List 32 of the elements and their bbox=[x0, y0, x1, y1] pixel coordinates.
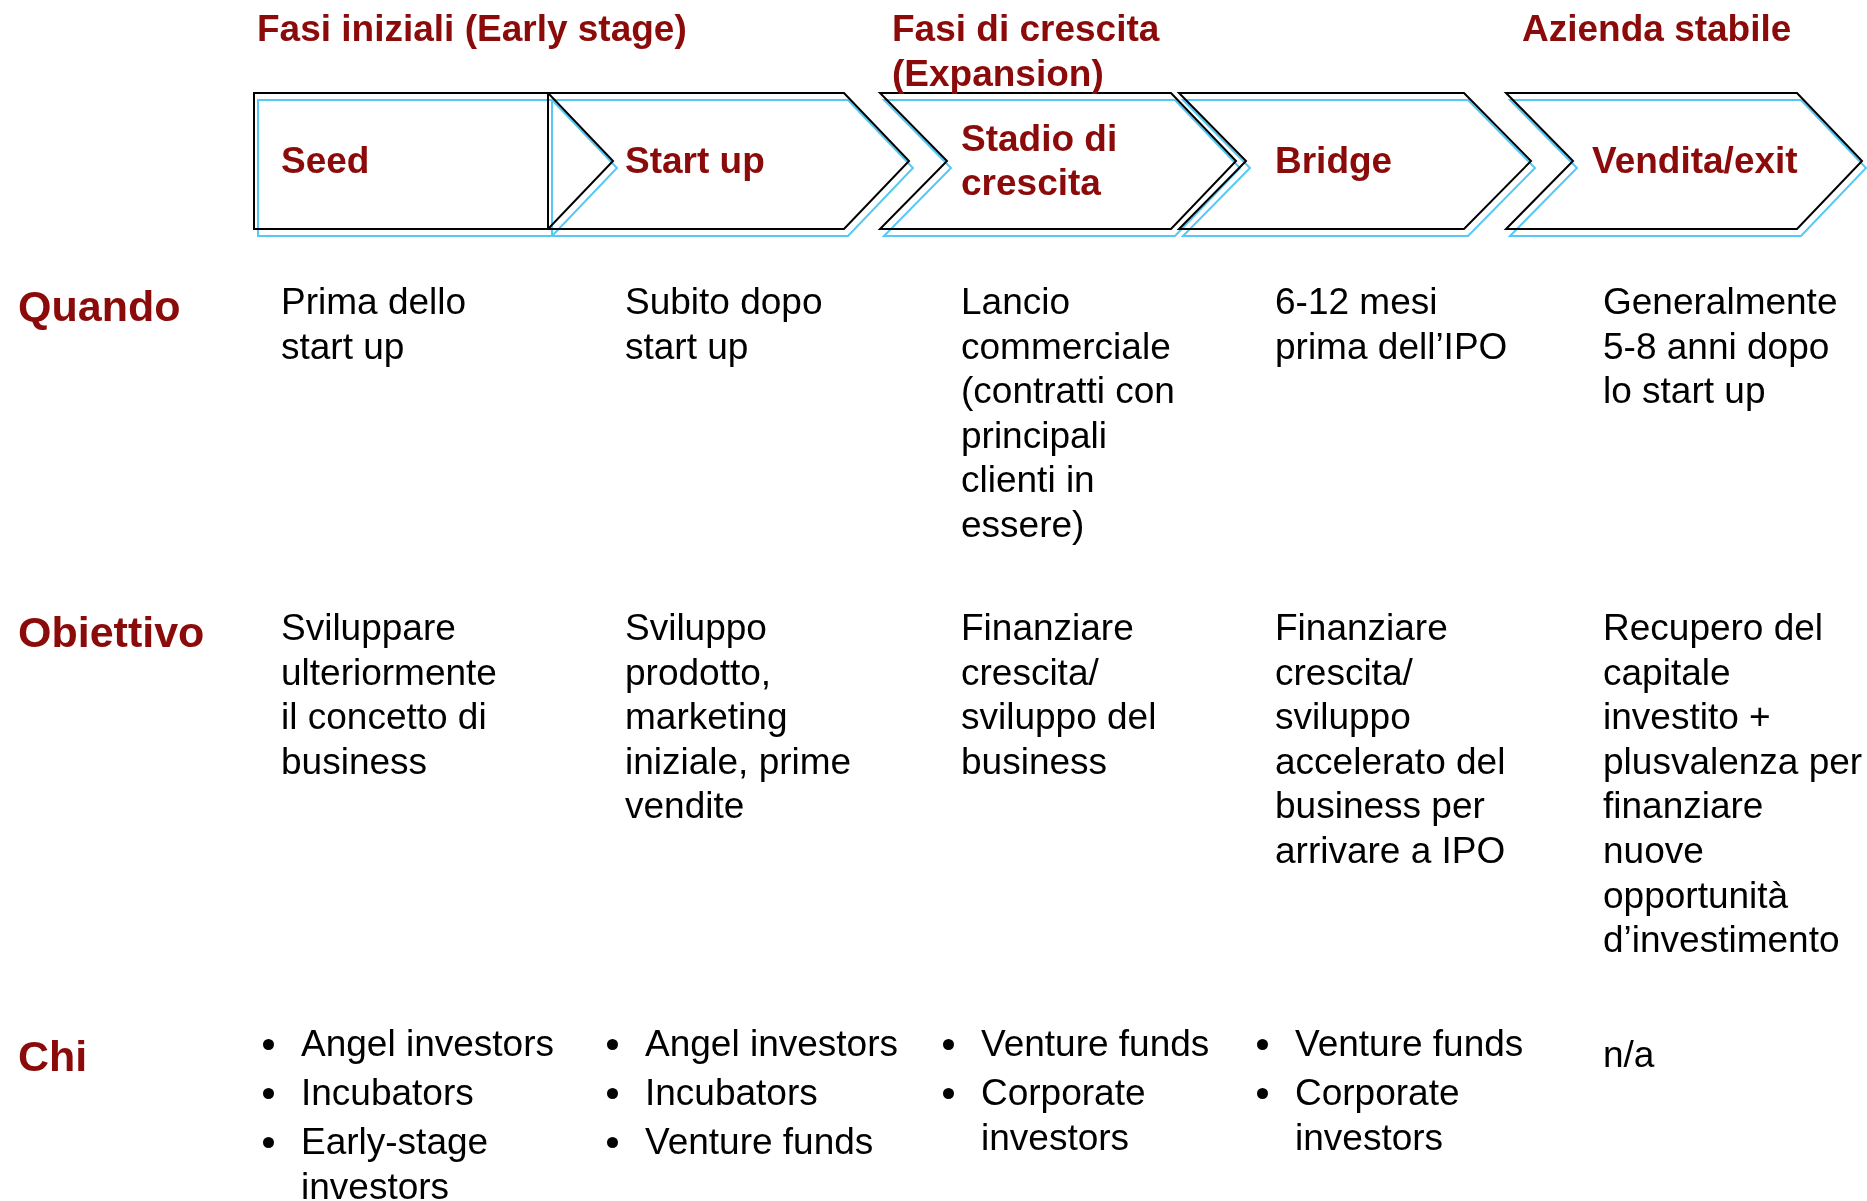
table-cell-text: 6-12 mesi prima dell’IPO bbox=[1275, 280, 1509, 369]
table-cell-text: Sviluppo prodotto, marketing iniziale, prime vendite bbox=[625, 606, 853, 829]
bullet-item-text: Venture funds bbox=[645, 1120, 875, 1164]
stage-label: Start up bbox=[625, 139, 766, 183]
bullet-item-text: Angel investors bbox=[645, 1022, 899, 1066]
row-heading: Quando bbox=[18, 281, 182, 331]
bullet-item-text: Venture funds bbox=[981, 1022, 1211, 1066]
bullet-item-text: Angel investors bbox=[301, 1022, 555, 1066]
row-heading: Chi bbox=[18, 1031, 89, 1081]
table-cell-text: n/a bbox=[1603, 1033, 1656, 1077]
bullet-item-text: Incubators bbox=[301, 1071, 475, 1115]
bullet-item-text: Incubators bbox=[645, 1071, 819, 1115]
table-cell-text: Lancio commerciale (contratti con principali clienti in essere) bbox=[961, 280, 1176, 547]
bullet-item-text: Venture funds bbox=[1295, 1022, 1525, 1066]
table-cell-text: Finanziare crescita/ sviluppo accelerato del business per arrivare a IPO bbox=[1275, 606, 1507, 873]
phase-heading: Azienda stabile bbox=[1522, 7, 1793, 51]
table-cell-text: Sviluppare ulteriormente il concetto di business bbox=[281, 606, 498, 784]
phase-heading: Fasi di crescita (Expansion) bbox=[892, 7, 1161, 96]
stage-label: Seed bbox=[281, 139, 371, 183]
table-cell-text: Prima dello start up bbox=[281, 280, 468, 369]
bullet-item-text: Corporate investors bbox=[981, 1071, 1147, 1160]
row-heading: Obiettivo bbox=[18, 607, 206, 657]
table-cell-text: Subito dopo start up bbox=[625, 280, 824, 369]
table-cell-text: Generalmente 5-8 anni dopo lo start up bbox=[1603, 280, 1839, 414]
stage-label: Bridge bbox=[1275, 139, 1394, 183]
stage-label: Stadio di crescita bbox=[961, 117, 1119, 205]
table-cell-text: Recupero del capitale investito + plusvalenza per finanziare nuove opportunità d’investimento bbox=[1603, 606, 1864, 963]
bullet-item-text: Corporate investors bbox=[1295, 1071, 1461, 1160]
stage-label: Vendita/exit bbox=[1592, 139, 1799, 183]
phase-heading: Fasi iniziali (Early stage) bbox=[257, 7, 688, 51]
bullet-item-text: Early-stage investors bbox=[301, 1120, 490, 1201]
table-cell-text: Finanziare crescita/ sviluppo del business bbox=[961, 606, 1158, 784]
